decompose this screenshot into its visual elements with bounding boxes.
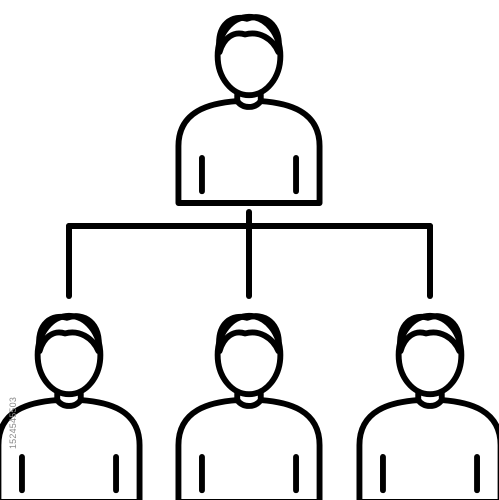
connector-lines (66, 209, 433, 299)
person-icon-top (178, 17, 319, 203)
watermark-id-text: 1524545503 (8, 396, 18, 450)
person-icon-left (0, 316, 140, 500)
person-icon-center (178, 316, 319, 500)
person-icon-right (359, 316, 499, 500)
